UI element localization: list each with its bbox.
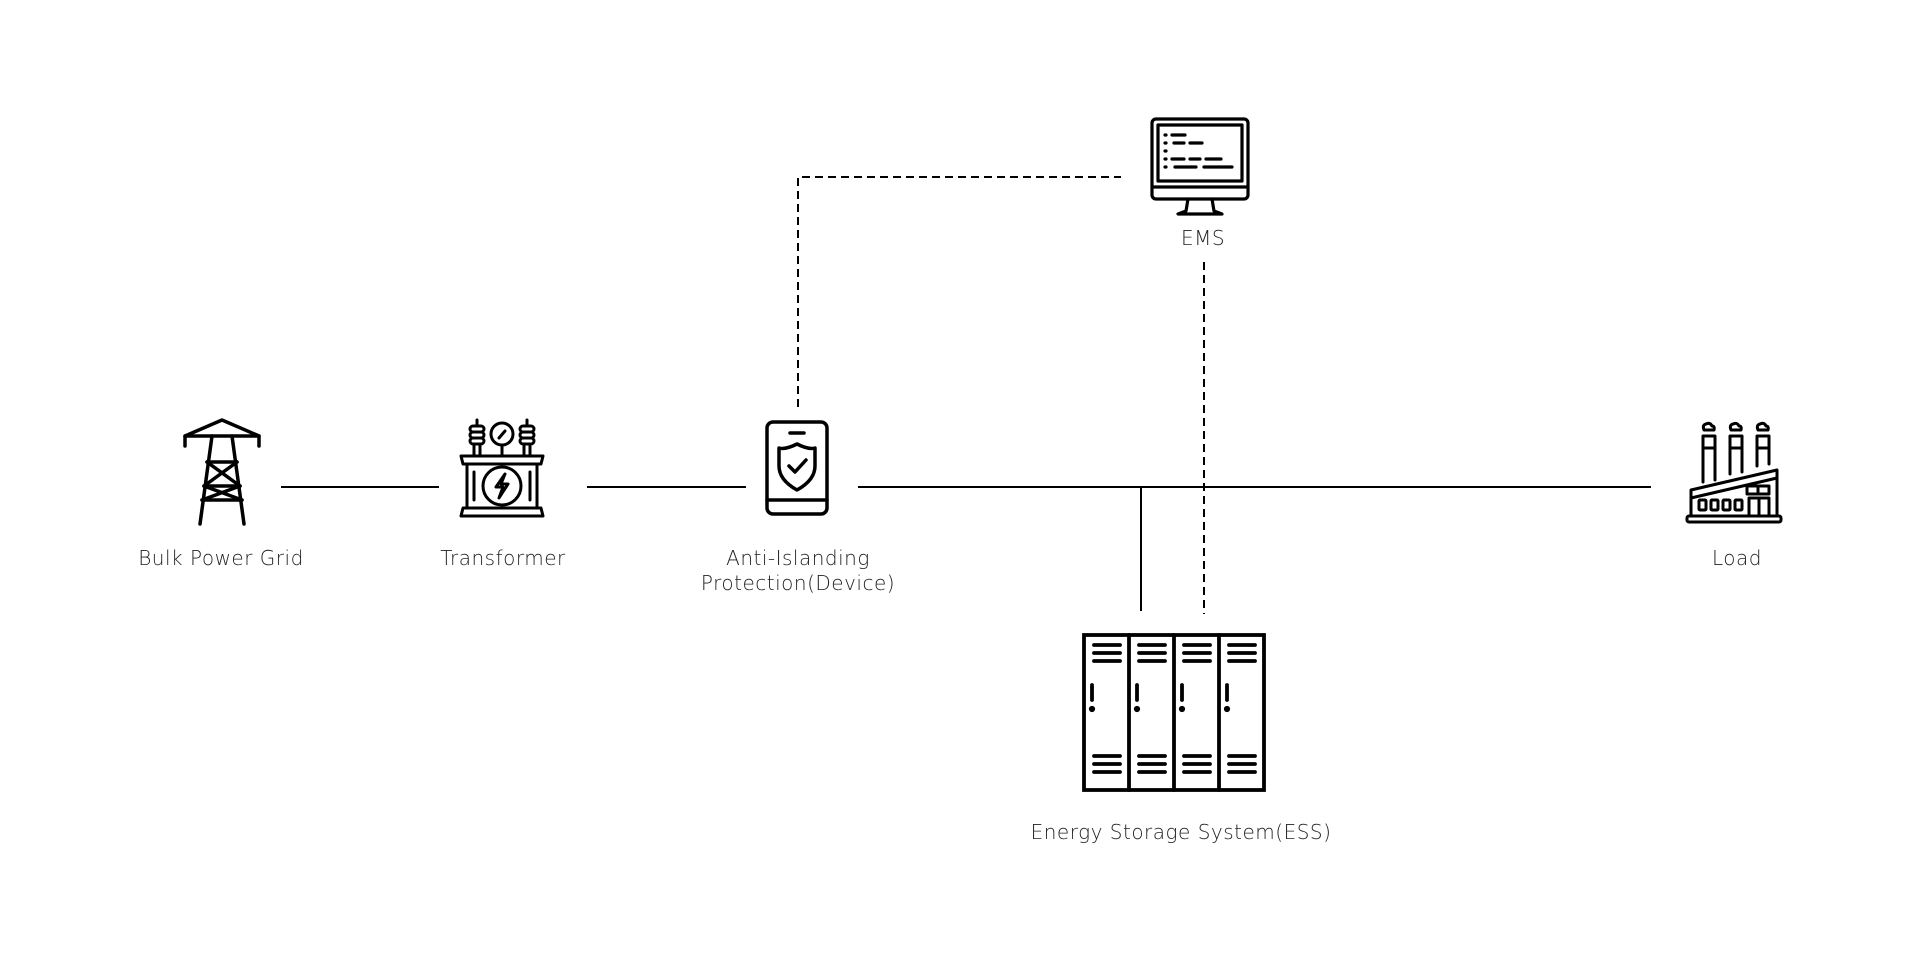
node-label-ems: EMS [1180, 226, 1226, 250]
node-label-aip: Anti-Islanding Protection(Device) [700, 546, 896, 595]
transformer-icon [457, 418, 547, 520]
shield-phone-icon [765, 420, 831, 518]
connection-aip-ems [797, 176, 1121, 407]
node-label-transformer: Transformer [440, 546, 566, 570]
node-label-grid: Bulk Power Grid [138, 546, 304, 570]
battery-cabinet-icon [1082, 633, 1268, 793]
factory-icon [1685, 421, 1783, 526]
node-label-ess: Energy Storage System(ESS) [1030, 820, 1332, 844]
node-label-load: Load [1712, 546, 1762, 570]
monitor-code-icon [1150, 117, 1252, 219]
transmission-tower-icon [182, 416, 262, 528]
